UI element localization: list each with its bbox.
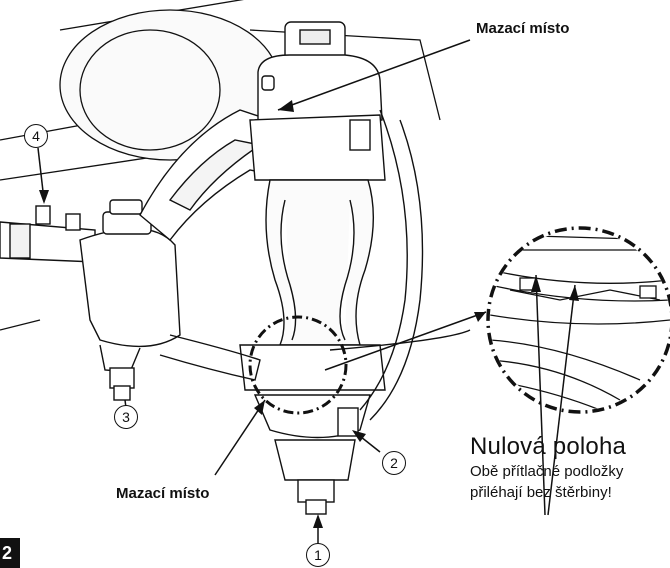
tie-rod (0, 199, 181, 401)
detail-magnified (486, 226, 670, 414)
callout-2: 2 (382, 451, 406, 475)
callout-4: 4 (24, 124, 48, 148)
callout-1: 1 (306, 543, 330, 567)
page-number: 2 (0, 538, 20, 568)
grease-point-label-top: Mazací místo (476, 20, 570, 37)
kingpin-body (239, 21, 424, 515)
lower-arm (159, 329, 471, 381)
grease-point-label-bottom: Mazací místo (116, 485, 210, 502)
detail-marker-circle (248, 315, 348, 415)
zero-position-note-line2: přiléhají bez štěrbiny! (470, 484, 612, 501)
zero-position-title: Nulová poloha (470, 433, 627, 460)
zero-position-note-line1: Obě přítlačné podložky (470, 463, 624, 480)
callout-3: 3 (114, 405, 138, 429)
